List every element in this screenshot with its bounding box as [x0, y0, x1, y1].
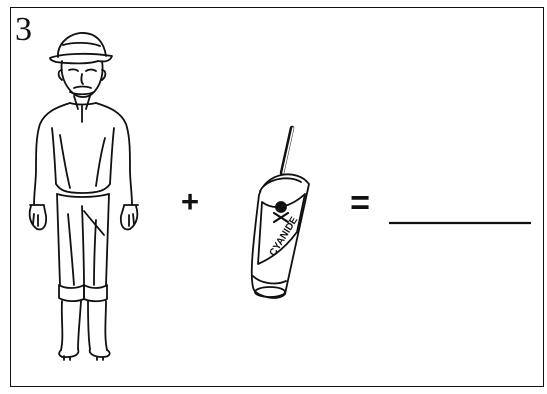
plus-sign: +	[181, 184, 199, 219]
cyanide-can-icon	[252, 128, 309, 298]
equals-sign: =	[350, 184, 370, 222]
farmer-man-icon	[30, 33, 138, 360]
